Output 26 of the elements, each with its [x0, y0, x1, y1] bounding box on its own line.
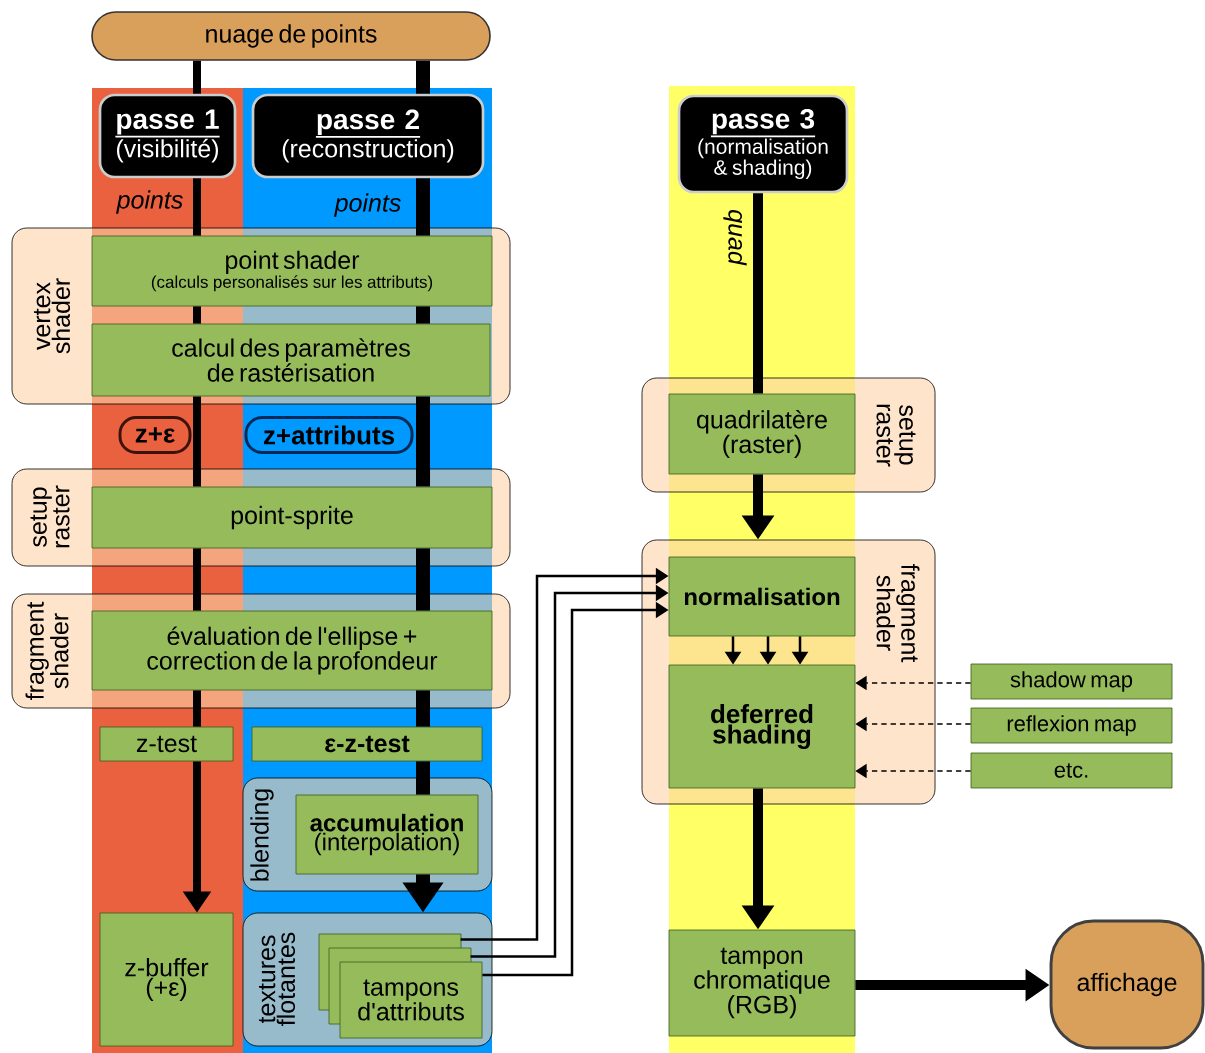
- edge-label: points: [115, 189, 185, 215]
- edge-label: z+attributs: [244, 416, 414, 454]
- process-box: tampon chromatique (RGB): [668, 929, 856, 1037]
- process-box: accumulation (interpolation): [295, 794, 479, 875]
- process-box: normalisation: [668, 556, 856, 637]
- buffer-stack: tampons d'attributs: [318, 933, 483, 1039]
- edge-label: z+ε: [118, 416, 192, 454]
- edge-label: points: [333, 192, 403, 218]
- process-box: etc.: [970, 752, 1173, 789]
- terminal-box: affichage: [1049, 919, 1205, 1050]
- terminal-box: nuage de points: [91, 11, 491, 61]
- process-box: point-sprite: [91, 486, 493, 549]
- process-box: calcul des paramètres de rastérisation: [91, 323, 491, 397]
- process-box: shadow map: [970, 663, 1173, 700]
- process-box: point shader (calculs personalisés sur les attributs): [91, 235, 493, 307]
- process-box: z-buffer (+ε): [99, 912, 234, 1047]
- process-box: reflexion map: [970, 707, 1173, 744]
- process-box: évaluation de l'ellipse + correction de la profondeur: [91, 610, 493, 691]
- process-box: quadrilatère (raster): [668, 393, 856, 475]
- process-box: z-test: [99, 726, 234, 762]
- pass-box: passe 1 (visibilité): [98, 93, 237, 179]
- process-box: deferred shading: [668, 664, 856, 789]
- edge-label: quad: [722, 207, 748, 267]
- pass-box: passe 3 (normalisation & shading): [677, 94, 849, 194]
- process-box: ε-z-test: [251, 726, 483, 762]
- pass-box: passe 2 (reconstruction): [251, 93, 485, 179]
